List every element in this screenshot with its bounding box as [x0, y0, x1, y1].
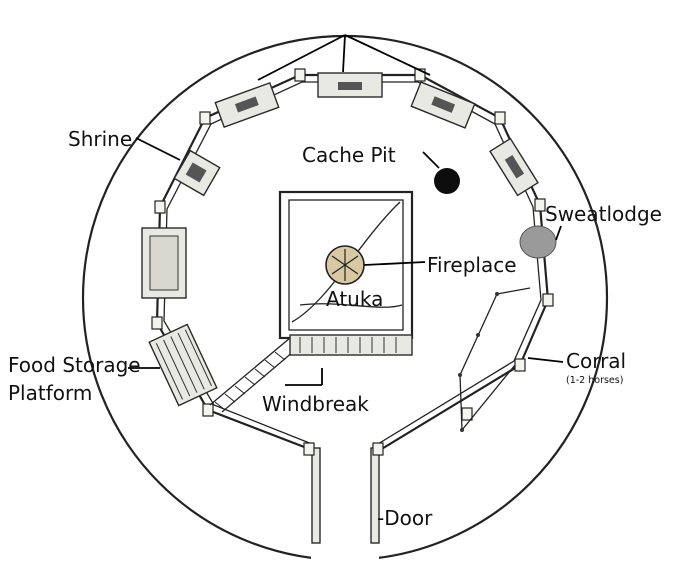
corral-fence	[458, 287, 531, 432]
corral-note: (1-2 horses)	[566, 375, 623, 386]
fireplace-label: Fireplace	[427, 253, 517, 277]
sweatlodge	[519, 225, 557, 259]
west-structure	[141, 227, 187, 299]
food-storage-label-line1: Food Storage	[8, 353, 141, 377]
sweatlodge-label: Sweatlodge	[545, 202, 662, 226]
corral-label: Corral	[566, 349, 626, 373]
door-label: -Door	[377, 506, 433, 530]
shrine	[173, 149, 221, 197]
leader-lines	[128, 34, 564, 386]
food-storage-platform	[148, 323, 218, 407]
shrine-label: Shrine	[68, 127, 132, 151]
fireplace	[325, 245, 365, 285]
food-storage-label-line2: Platform	[8, 381, 92, 405]
windbreak-label: Windbreak	[262, 392, 369, 416]
cache-pit-label: Cache Pit	[302, 143, 396, 167]
windbreak	[209, 334, 413, 413]
atuka-label: Atuka	[326, 287, 383, 311]
cache-pit	[434, 168, 460, 194]
wall-dwellings	[214, 72, 539, 197]
